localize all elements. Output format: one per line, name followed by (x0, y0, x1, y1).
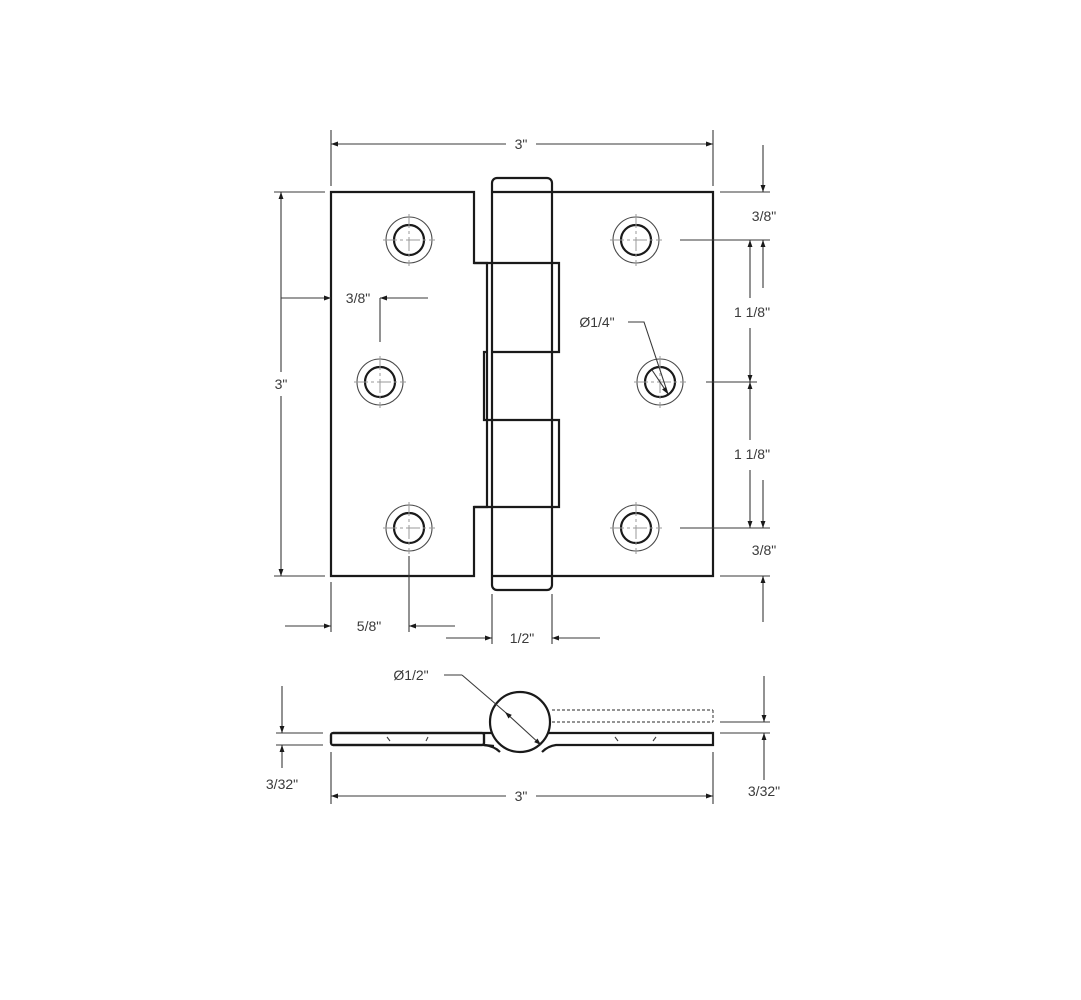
dim-hole-diameter: Ø1/4" (579, 314, 669, 395)
side-right-plate (541, 731, 715, 753)
dim-label: 3" (515, 788, 528, 804)
dim-label: 1 1/8" (734, 304, 770, 320)
right-leaf-knuckle-upper (492, 261, 561, 354)
dim-label: 5/8" (357, 618, 381, 634)
dim-right-thickness: 3/32" (720, 676, 780, 799)
side-hidden-leaf (552, 709, 714, 723)
dim-overall-height: 3" (274, 191, 325, 577)
dim-barrel-diameter: Ø1/2" (393, 667, 542, 746)
countersink-marks (386, 736, 657, 742)
dim-edge-to-outer-hole: 5/8" (285, 556, 455, 634)
dim-left-thickness: 3/32" (266, 686, 323, 792)
dim-label: 3/32" (266, 776, 298, 792)
screw-hole (383, 502, 435, 554)
screw-hole (383, 214, 435, 266)
dim-barrel-width: 1/2" (446, 594, 600, 646)
dim-label: Ø1/4" (579, 314, 614, 330)
left-leaf-knuckle (482, 350, 492, 422)
dim-edge-to-middle-hole: 3/8" (281, 290, 428, 342)
dim-label: 3" (515, 136, 528, 152)
front-view: 3" 3" 3/8" 3/8" (274, 130, 776, 646)
side-left-fillet (483, 743, 501, 753)
right-leaf (552, 190, 715, 578)
dim-label: 3" (275, 376, 288, 392)
dim-label: 1 1/8" (734, 446, 770, 462)
screw-hole (610, 502, 662, 554)
dim-label: 3/8" (752, 208, 776, 224)
side-barrel (488, 690, 552, 754)
right-leaf-knuckle-lower (492, 418, 561, 509)
dim-label: 3/8" (346, 290, 370, 306)
dim-label: 3/32" (748, 783, 780, 799)
screw-hole (610, 214, 662, 266)
side-view: Ø1/2" 3/32" 3/32" 3" (266, 667, 780, 804)
dim-label: Ø1/2" (393, 667, 428, 683)
dim-side-overall-width: 3" (330, 752, 714, 804)
dim-label: 1/2" (510, 630, 534, 646)
dim-label: 3/8" (752, 542, 776, 558)
screw-hole (354, 356, 406, 408)
dim-overall-width: 3" (330, 130, 714, 186)
dim-right-vertical: 3/8" 1 1/8" 1 1/8" 3/8" (680, 145, 776, 622)
barrel (490, 176, 554, 592)
side-left-plate (329, 731, 486, 747)
